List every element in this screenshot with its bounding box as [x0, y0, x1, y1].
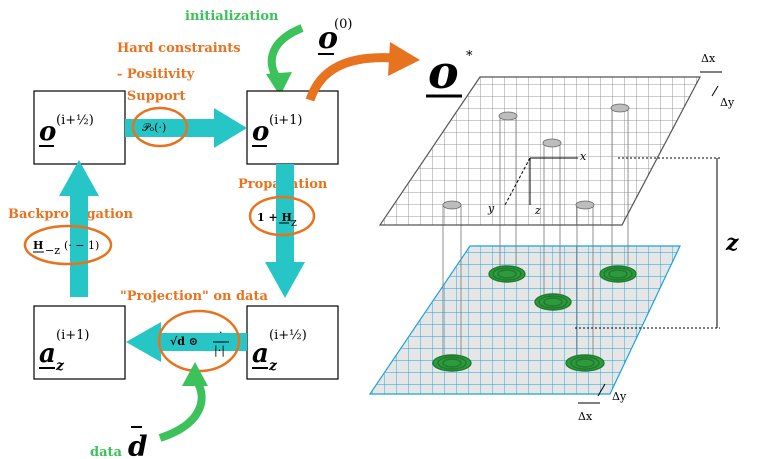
- o-next-var: o: [252, 117, 269, 147]
- a-half-var: a: [252, 339, 269, 369]
- box-o-next: [246, 90, 339, 165]
- svg-text:·: ·: [219, 326, 223, 339]
- op-backprop: H: [33, 239, 43, 252]
- a-next-var: a: [39, 339, 56, 369]
- axis-x: x: [580, 150, 587, 163]
- axis-z: z: [534, 204, 541, 217]
- arrow-backprop-icon: [70, 192, 88, 297]
- o-star-var: o: [428, 45, 459, 99]
- op-propagation-sub: z: [291, 216, 297, 229]
- support-label: - Support: [117, 89, 185, 104]
- o-init-var: o: [318, 21, 338, 56]
- delta-x-bottom: Δx: [578, 410, 593, 423]
- object-particles: [442, 103, 630, 210]
- delta-y-top: Δy: [720, 96, 735, 109]
- box-o-half: [33, 90, 126, 165]
- o-half-sup: (i+½): [56, 113, 94, 128]
- op-backprop-arg: (· − 1): [64, 239, 99, 252]
- backprop-op-ellipse: [23, 224, 113, 266]
- data-arrow-icon: [158, 375, 206, 442]
- detector-plane: [368, 245, 681, 395]
- initialization-label: initialization: [185, 9, 279, 24]
- d-var: d: [128, 430, 148, 459]
- object-plane: [378, 76, 701, 226]
- o-next-sup: (i+1): [269, 113, 302, 128]
- hard-constraints-label: Hard constraints: [117, 41, 241, 56]
- op-propagation: 1 + H: [257, 211, 292, 224]
- axes: [504, 157, 578, 206]
- delta-y-bottom: Δy: [612, 390, 627, 403]
- positivity-op-ellipse: [131, 106, 189, 148]
- arrow-propagation-icon: [276, 164, 294, 264]
- z-distance-label: z: [725, 230, 739, 256]
- op-backprop-sub: −z: [45, 244, 60, 257]
- o-init-sup: (0): [334, 17, 352, 32]
- svg-text:|·|: |·|: [214, 344, 225, 358]
- op-projection: √d ⊙: [170, 335, 198, 348]
- o-star-sup: *: [466, 49, 473, 64]
- final-arrow-icon: [305, 53, 396, 102]
- a-next-sup: (i+1): [56, 328, 89, 343]
- a-next-sub: z: [55, 358, 65, 374]
- diffraction-rings: [432, 265, 637, 372]
- delta-x-top: Δx: [701, 52, 716, 65]
- arrow-projection-icon: [158, 333, 247, 351]
- a-half-sup: (i+½): [269, 328, 307, 343]
- propagation-op-ellipse: [248, 195, 316, 237]
- o-half-var: o: [39, 117, 56, 147]
- op-positivity: 𝒫ₒ(·): [142, 121, 166, 134]
- a-half-sub: z: [268, 358, 278, 374]
- projection-label: "Projection" on data: [120, 289, 268, 304]
- box-a-next: [33, 305, 126, 380]
- box-a-half: [246, 305, 339, 380]
- axis-y: y: [487, 202, 495, 215]
- arrow-positivity-icon: [125, 119, 217, 137]
- data-label: data: [90, 445, 123, 459]
- init-arrow-icon: [267, 24, 304, 83]
- positivity-label: - Positivity: [117, 67, 195, 82]
